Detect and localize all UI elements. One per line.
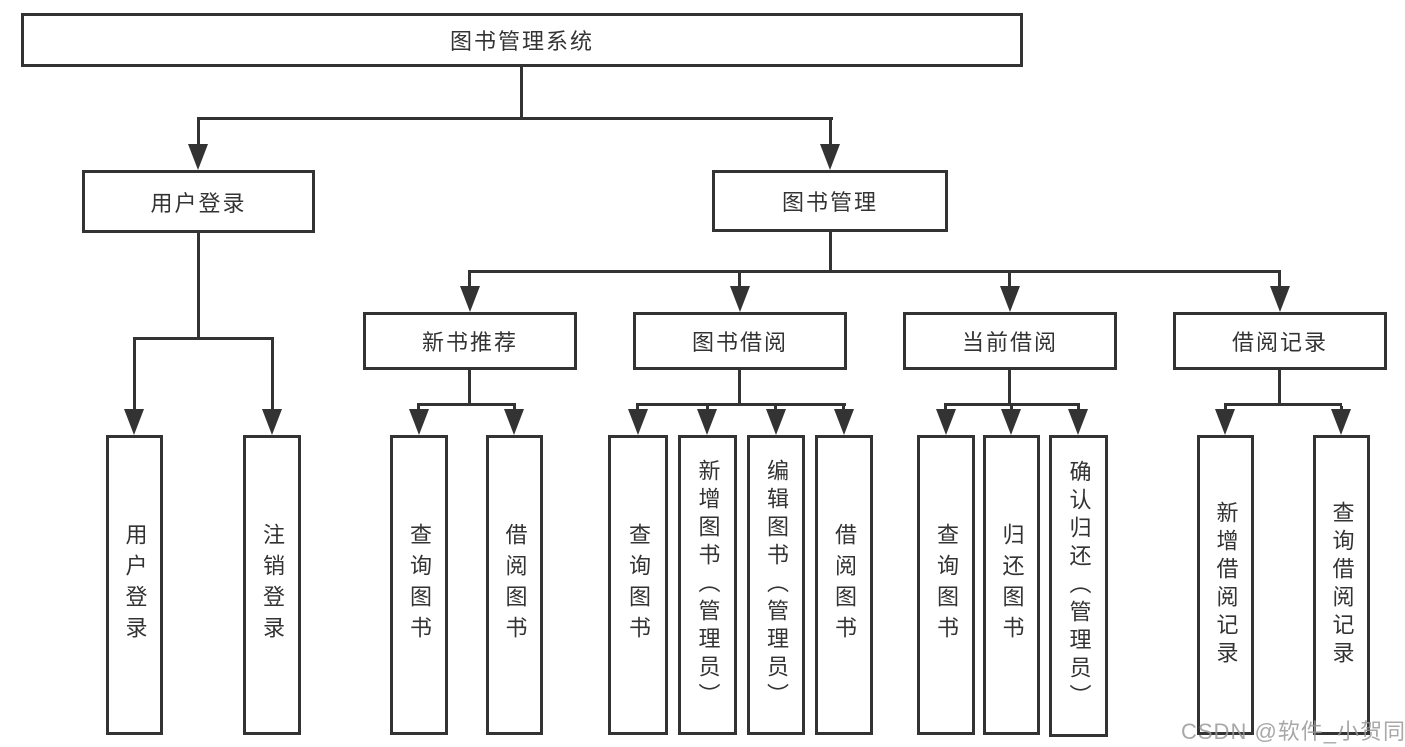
node-current-confirm-return: 确认归还（管理员） — [1049, 435, 1108, 737]
arrow-down-icon — [766, 409, 786, 435]
arrow-down-icon — [1000, 286, 1020, 312]
connector-drop — [1008, 370, 1011, 403]
connector-stub — [197, 120, 200, 146]
arrow-down-icon — [460, 286, 480, 312]
arrow-down-icon — [834, 409, 854, 435]
arrow-down-icon — [504, 409, 524, 435]
connector-level1-bus — [197, 117, 833, 120]
node-borrow-query-books: 查询图书 — [608, 435, 668, 735]
connector-userlogin-drop — [197, 233, 200, 337]
node-book-borrow: 图书借阅 — [633, 312, 847, 370]
connector-stub — [738, 273, 741, 287]
connector-stub — [133, 340, 136, 409]
connector-bus — [417, 403, 516, 406]
arrow-down-icon — [409, 409, 429, 435]
arrow-down-icon — [820, 144, 840, 170]
arrow-down-icon — [262, 409, 282, 435]
connector-bus — [944, 403, 1080, 406]
arrow-down-icon — [730, 286, 750, 312]
node-borrow-add-books: 新增图书（管理员） — [678, 435, 737, 735]
connector-stub — [468, 273, 471, 287]
arrow-down-icon — [124, 409, 144, 435]
arrow-down-icon — [1270, 286, 1290, 312]
node-root: 图书管理系统 — [21, 13, 1023, 67]
connector-drop — [468, 370, 471, 403]
arrow-down-icon — [1001, 409, 1021, 435]
connector-root-drop — [520, 67, 523, 117]
connector-stub — [829, 120, 832, 146]
connector-userlogin-bus — [133, 337, 274, 340]
node-rec-borrow-books: 借阅图书 — [486, 435, 543, 735]
node-book-management: 图书管理 — [712, 170, 948, 232]
arrow-down-icon — [1331, 409, 1351, 435]
connector-stub — [271, 340, 274, 409]
watermark: CSDN @软件_小贺同学 — [1181, 719, 1405, 744]
arrow-down-icon — [936, 409, 956, 435]
node-user-login: 用户登录 — [82, 170, 315, 233]
connector-bus — [636, 403, 846, 406]
node-current-query-books: 查询图书 — [917, 435, 975, 735]
arrow-down-icon — [188, 144, 208, 170]
node-login: 用户登录 — [106, 435, 163, 735]
arrow-down-icon — [628, 409, 648, 435]
node-records-query-record: 查询借阅记录 — [1313, 435, 1370, 735]
arrow-down-icon — [1215, 409, 1235, 435]
arrow-down-icon — [697, 409, 717, 435]
node-current-borrow: 当前借阅 — [903, 312, 1117, 370]
node-borrow-edit-books: 编辑图书（管理员） — [747, 435, 805, 735]
connector-drop — [1278, 370, 1281, 403]
node-current-return-books: 归还图书 — [983, 435, 1040, 735]
connector-drop — [738, 370, 741, 403]
node-borrow-borrow-books: 借阅图书 — [815, 435, 873, 735]
connector-stub — [1278, 273, 1281, 287]
node-records-add-record: 新增借阅记录 — [1197, 435, 1254, 735]
node-borrow-records: 借阅记录 — [1173, 312, 1387, 370]
connector-bus — [1224, 403, 1342, 406]
connector-stub — [1008, 273, 1011, 287]
arrow-down-icon — [1068, 409, 1088, 435]
connector-bookmgmt-drop — [829, 232, 832, 270]
node-logout: 注销登录 — [243, 435, 301, 735]
node-new-book-recommend: 新书推荐 — [363, 312, 577, 370]
node-rec-query-books: 查询图书 — [390, 435, 448, 735]
connector-level2-bus — [468, 270, 1281, 273]
